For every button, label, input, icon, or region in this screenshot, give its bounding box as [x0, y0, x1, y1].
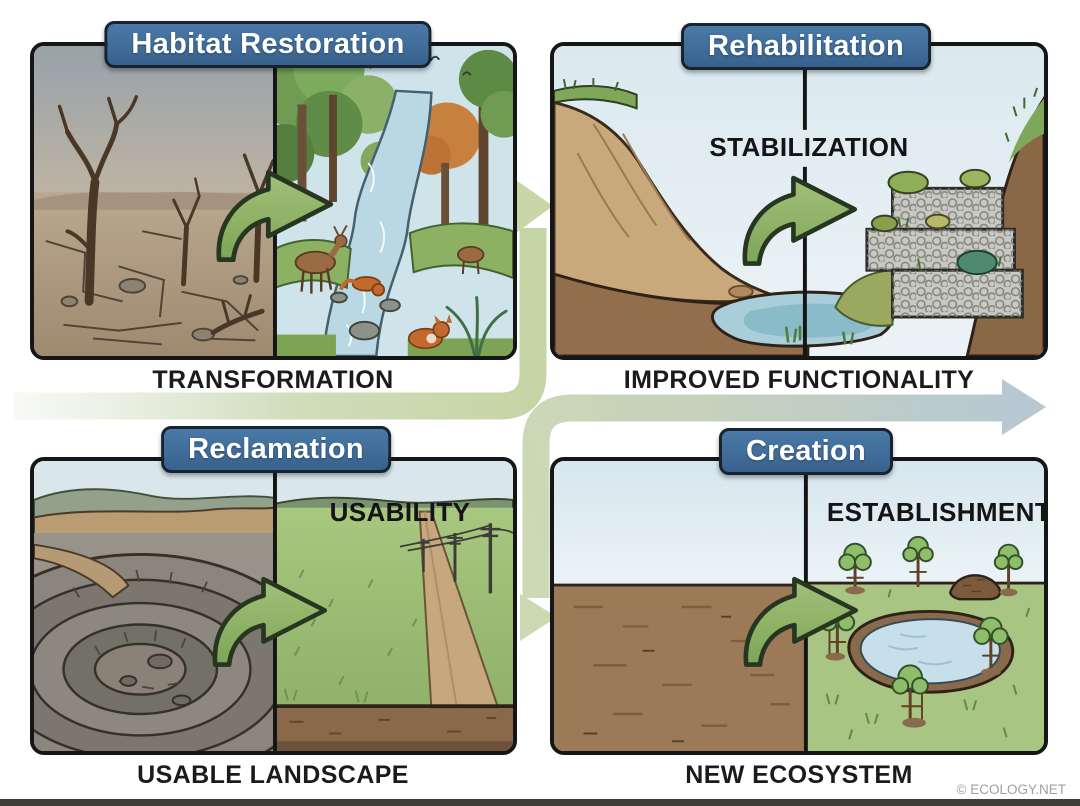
stream	[321, 89, 433, 356]
grass-texture	[283, 569, 418, 703]
power-poles	[399, 523, 513, 594]
before-scene-open-pit-mine	[34, 461, 275, 751]
rocks	[60, 275, 249, 342]
after-scene-gabion-terraces	[834, 87, 1044, 356]
title-badge-rehabilitation: Rehabilitation	[681, 23, 931, 70]
panel-reclamation: USABILITY	[30, 457, 517, 755]
flow-arrowhead-into-creation-icon	[520, 594, 557, 641]
panel-creation: ESTABLISHMENT	[550, 457, 1048, 755]
caption-usable-landscape: USABLE LANDSCAPE	[137, 761, 409, 789]
inner-label-establishment: ESTABLISHMENT	[826, 497, 1048, 527]
flow-band-left	[14, 228, 547, 420]
flow-arrowhead-exit-right-icon	[1002, 379, 1046, 435]
before-scene-barren-land	[34, 46, 275, 356]
panel-rehabilitation: STABILIZATION	[550, 42, 1048, 360]
panel-habitat-restoration	[30, 42, 517, 360]
inner-label-stabilization: STABILIZATION	[709, 132, 909, 162]
flow-band-right	[522, 394, 1004, 598]
fern	[445, 296, 508, 356]
deer-far	[457, 245, 485, 275]
title-badge-creation: Creation	[718, 428, 894, 475]
erosion-streaks	[576, 123, 691, 242]
fox-drinking	[339, 276, 386, 297]
soil-cracks	[45, 230, 259, 346]
panel-divider	[802, 46, 807, 130]
soil-mound	[949, 574, 1002, 601]
gabion-blocks	[865, 186, 1024, 319]
soil-streaks	[573, 605, 791, 727]
stream-rocks	[330, 291, 401, 341]
caption-new-ecosystem: NEW ECOSYSTEM	[685, 761, 913, 789]
flow-arrowhead-into-rehabilitation-icon	[516, 180, 553, 233]
panel-divider	[802, 166, 807, 356]
caption-improved-functionality: IMPROVED FUNCTIONALITY	[623, 366, 975, 394]
watermark-credit: © ECOLOGY.NET	[956, 782, 1066, 797]
before-scene-eroded-slope	[554, 78, 810, 356]
title-badge-habitat-restoration: Habitat Restoration	[104, 21, 432, 68]
title-badge-reclamation: Reclamation	[161, 426, 391, 473]
bottom-edge-strip	[0, 799, 1080, 806]
caption-transformation: TRANSFORMATION	[152, 366, 394, 394]
shrubs	[870, 168, 1002, 276]
deer	[294, 224, 348, 294]
fox-foreground	[407, 314, 453, 350]
inner-label-usability: USABILITY	[329, 497, 471, 527]
